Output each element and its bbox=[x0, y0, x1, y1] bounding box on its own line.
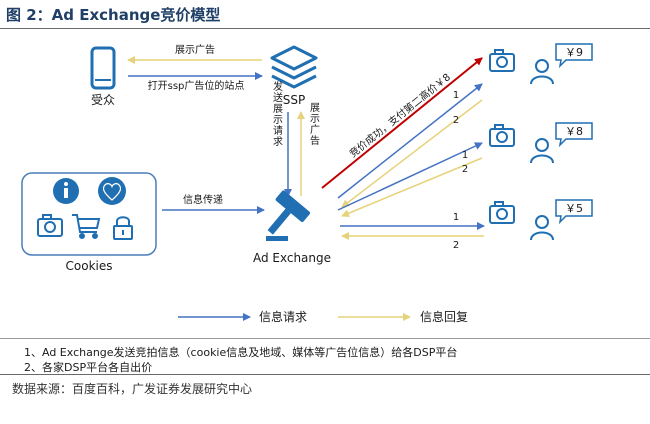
layers-icon bbox=[270, 45, 318, 89]
info-icon bbox=[53, 178, 79, 204]
bidder1-step2: 2 bbox=[453, 115, 459, 126]
camera-icon bbox=[489, 201, 515, 224]
bidder2-step2: 2 bbox=[462, 164, 468, 175]
camera-icon bbox=[489, 49, 515, 72]
person-icon bbox=[530, 215, 554, 241]
bid-price: ￥5 bbox=[565, 202, 583, 215]
note-2: 2、各家DSP平台各自出价 bbox=[24, 361, 153, 374]
legend-reply-label: 信息回复 bbox=[420, 309, 468, 324]
bidder3-step2: 2 bbox=[453, 240, 459, 251]
bidder1-reply-arrow bbox=[341, 99, 483, 208]
heart-icon bbox=[98, 177, 126, 205]
bidder2-request-arrow bbox=[337, 142, 483, 211]
bidder2-reply-arrow bbox=[341, 157, 483, 218]
win-arrow bbox=[321, 57, 483, 189]
camera-icon bbox=[489, 124, 515, 147]
win-label: 竞价成功，支付第二高价￥8 bbox=[347, 70, 453, 160]
bid-price: ￥9 bbox=[565, 46, 583, 59]
ssp-label: SSP bbox=[283, 93, 305, 107]
edge-send-request: 发送展示请求 bbox=[271, 80, 283, 147]
phone-icon bbox=[90, 46, 116, 90]
figure-title: 图 2：Ad Exchange竞价模型 bbox=[6, 6, 221, 24]
edge-info-pass: 信息传递 bbox=[183, 193, 223, 206]
bidder-3: ￥5 bbox=[489, 199, 593, 241]
price-bubble: ￥9 bbox=[555, 43, 593, 69]
bid-price: ￥8 bbox=[565, 125, 583, 138]
gavel-icon bbox=[266, 190, 310, 241]
bidder-2: ￥8 bbox=[489, 122, 593, 164]
adx-label: Ad Exchange bbox=[253, 251, 331, 265]
bidder-1: ￥9 bbox=[489, 43, 593, 85]
person-icon bbox=[530, 59, 554, 85]
bidder1-step1: 1 bbox=[453, 90, 459, 101]
edge-open-site: 打开ssp广告位的站点 bbox=[148, 79, 245, 92]
lock-icon bbox=[113, 216, 133, 240]
notes-rule bbox=[0, 338, 650, 339]
source-note: 数据来源：百度百科，广发证券发展研究中心 bbox=[12, 382, 253, 396]
person-icon bbox=[530, 138, 554, 164]
price-bubble: ￥5 bbox=[555, 199, 593, 225]
camera-icon bbox=[37, 214, 63, 237]
bottom-rule bbox=[0, 374, 650, 375]
user-label: 受众 bbox=[91, 93, 115, 107]
edge-show-ad-vertical: 展示广告 bbox=[308, 102, 320, 146]
note-1: 1、Ad Exchange发送竞拍信息（cookie信息及地域、媒体等广告位信息… bbox=[24, 346, 458, 359]
cookies-label: Cookies bbox=[66, 259, 113, 273]
legend-request-label: 信息请求 bbox=[259, 309, 307, 324]
bidder2-step1: 1 bbox=[462, 150, 468, 161]
edge-show-ad: 展示广告 bbox=[175, 43, 215, 56]
top-rule bbox=[0, 28, 650, 29]
cart-icon bbox=[72, 214, 101, 239]
bidding-diagram: 受众 SSP 展示广告 打开ssp广告位的站点 发送展示请求 展示广告 bbox=[21, 43, 593, 324]
bidder3-step1: 1 bbox=[453, 212, 459, 223]
bidder1-request-arrow bbox=[337, 83, 483, 199]
price-bubble: ￥8 bbox=[555, 122, 593, 148]
